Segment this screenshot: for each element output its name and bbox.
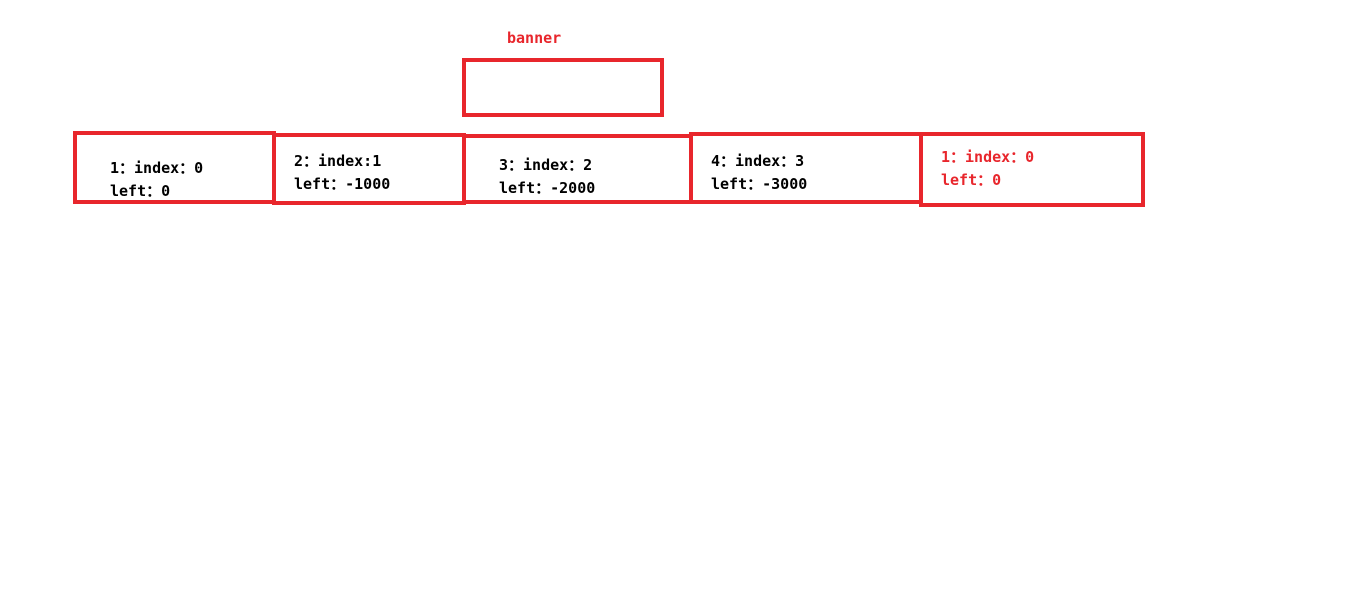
slide-3-left-text: left：-2000 [499,179,596,197]
slide-box-5-clone [919,132,1145,207]
slide-4-left-text: left：-3000 [711,175,808,193]
slide-4-index-text: 4：index：3 [711,152,805,170]
slide-5-index-text: 1：index：0 [941,148,1035,166]
slide-1-left-text: left：0 [110,182,171,200]
slide-2-left-text: left：-1000 [294,175,391,193]
slide-3-index-text: 3：index：2 [499,156,593,174]
slide-1-index-text: 1：index：0 [110,159,204,177]
banner-viewport-box [462,58,664,117]
banner-label: banner [507,29,562,47]
slide-2-index-text: 2：index:1 [294,152,382,170]
slide-5-left-text: left：0 [941,171,1002,189]
